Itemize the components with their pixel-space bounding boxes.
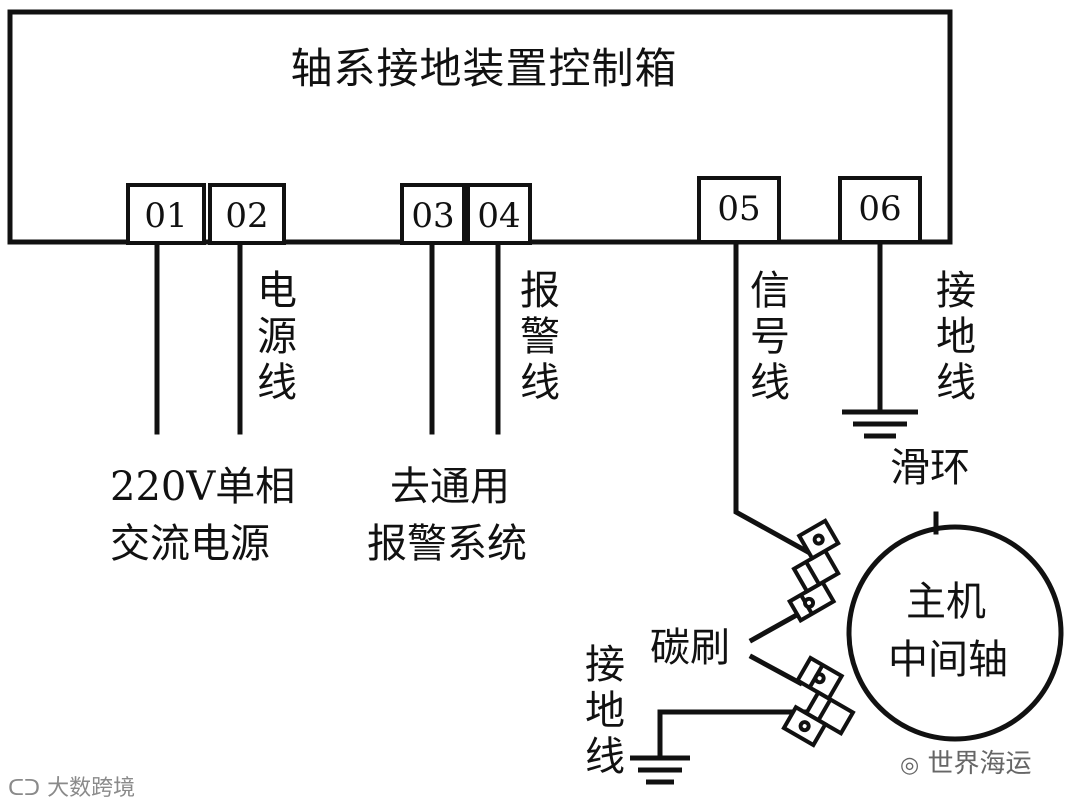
terminal-04: 04	[466, 183, 532, 245]
brush-assembly-top	[786, 518, 841, 624]
power-supply-label-1: 220V单相	[110, 464, 296, 510]
terminal-03: 03	[400, 183, 466, 245]
brush-leader-bottom	[748, 653, 804, 687]
terminal-01: 01	[126, 183, 206, 245]
alarm-line-label: 报警线	[520, 268, 560, 406]
ground-line-label-top: 接地线	[936, 268, 976, 406]
signal-wire	[733, 239, 830, 566]
carbon-brush-label: 碳刷	[650, 625, 730, 671]
shaft-circle	[846, 524, 1064, 742]
watermark-left-text: 大数跨境	[47, 776, 136, 801]
watermark-right: ◎ 世界海运	[900, 743, 1031, 780]
alarm-system-label-1: 去通用	[390, 464, 510, 510]
ground-symbol-top	[842, 409, 918, 439]
terminal-05: 05	[697, 176, 781, 244]
bottom-ground-wire	[657, 709, 811, 759]
watermark-left: ᑕᑐ 大数跨境	[8, 770, 135, 802]
ground-symbol-bottom	[630, 755, 690, 785]
brush-assembly-bottom	[781, 655, 856, 748]
watermark-right-text: 世界海运	[927, 749, 1032, 779]
shaft-label-1: 主机	[906, 579, 986, 625]
power-line-label: 电源线	[257, 268, 297, 406]
control-box-title: 轴系接地装置控制箱	[290, 44, 678, 93]
alarm-system-label-2: 报警系统	[367, 521, 527, 567]
signal-line-label: 信号线	[750, 268, 790, 406]
power-supply-label-2: 交流电源	[110, 521, 270, 567]
slip-ring-label: 滑环	[890, 445, 970, 491]
terminal-02: 02	[208, 183, 286, 245]
watermark-left-icon: ᑕᑐ	[8, 776, 41, 801]
wechat-icon: ◎	[900, 753, 920, 778]
shaft-label-2: 中间轴	[888, 637, 1008, 683]
ground-line-label-bottom: 接地线	[585, 642, 625, 780]
terminal-06: 06	[838, 176, 922, 244]
brush-leader-top	[748, 608, 806, 644]
